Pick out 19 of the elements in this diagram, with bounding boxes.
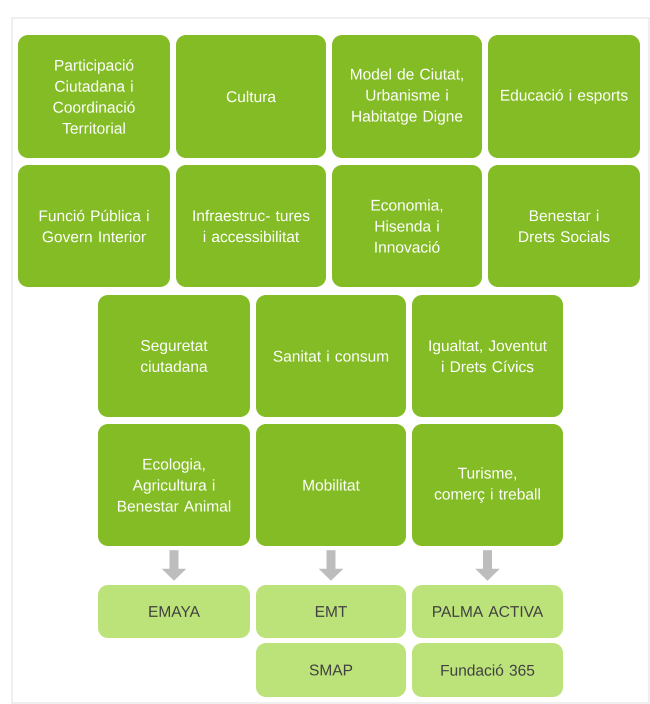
- department-box: Mobilitat: [256, 424, 406, 546]
- department-box: Infraestruc- tures i accessibilitat: [176, 165, 326, 287]
- department-box: Economia, Hisenda i Innovació: [332, 165, 482, 287]
- department-box: Model de Ciutat, Urbanisme i Habitatge Digne: [332, 35, 482, 158]
- department-box: Igualtat, Joventut i Drets Cívics: [412, 295, 563, 417]
- department-box: Sanitat i consum: [256, 295, 406, 417]
- department-box: Funció Pública i Govern Interior: [18, 165, 170, 287]
- company-box: EMAYA: [98, 585, 250, 638]
- department-box: Benestar i Drets Socials: [488, 165, 640, 287]
- department-box: Cultura: [176, 35, 326, 158]
- department-box: Educació i esports: [488, 35, 640, 158]
- department-box: Turisme, comerç i treball: [412, 424, 563, 546]
- department-box: Participació Ciutadana i Coordinació Territorial: [18, 35, 170, 158]
- company-box: Fundació 365: [412, 643, 563, 697]
- company-box: PALMA ACTIVA: [412, 585, 563, 638]
- company-box: SMAP: [256, 643, 406, 697]
- department-box: Ecologia, Agricultura i Benestar Animal: [98, 424, 250, 546]
- company-box: EMT: [256, 585, 406, 638]
- department-box: Seguretat ciutadana: [98, 295, 250, 417]
